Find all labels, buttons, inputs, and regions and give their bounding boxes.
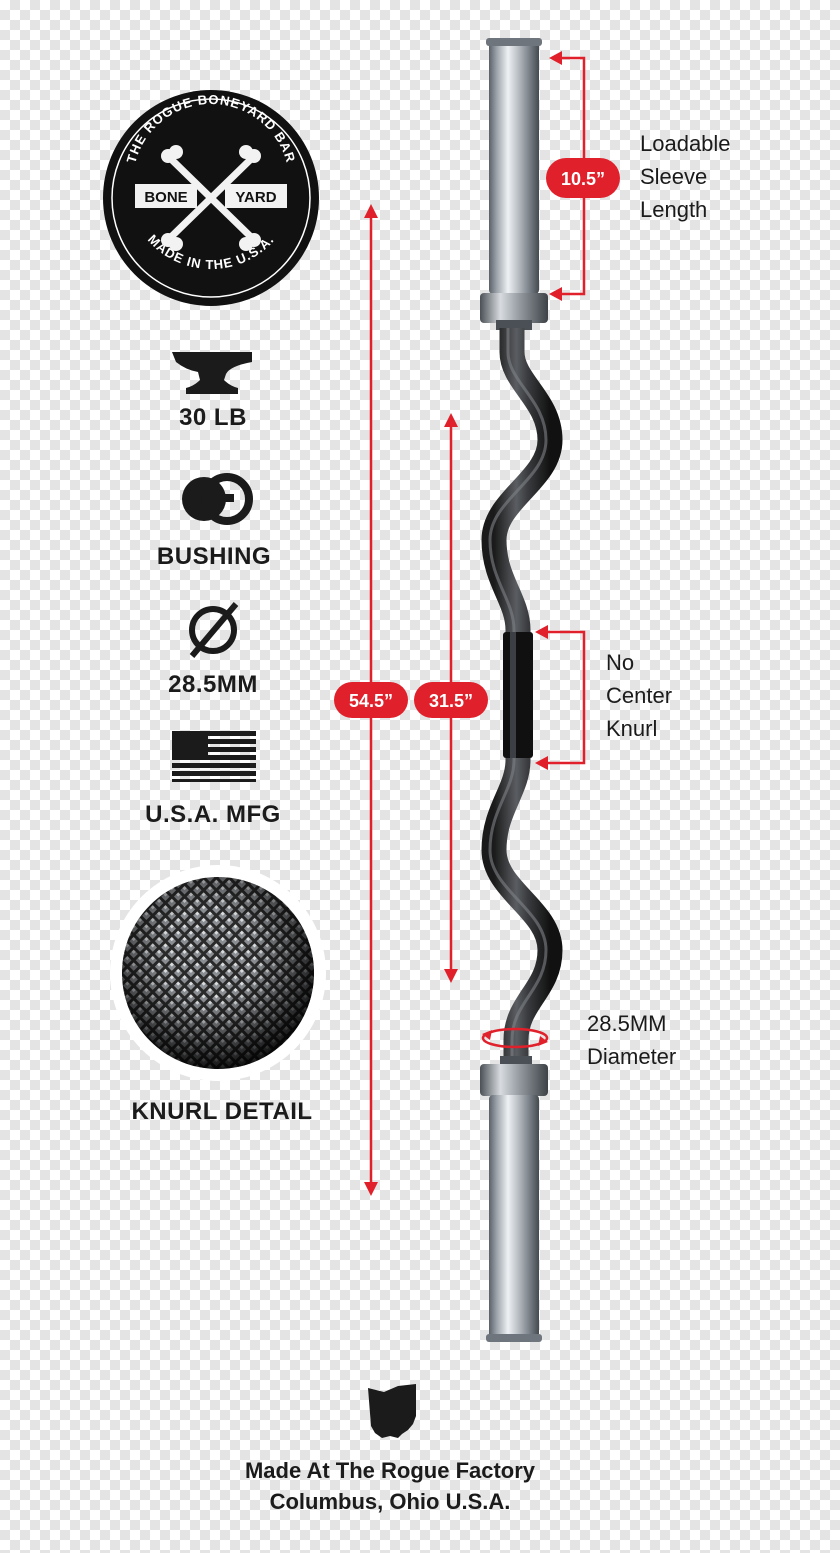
logo-ring bbox=[111, 98, 311, 298]
logo-left-tag: BONE bbox=[144, 189, 187, 206]
center-knurl-callout: No Center Knurl bbox=[535, 625, 672, 770]
center-callout-line3: Knurl bbox=[606, 716, 657, 741]
grip-length-value: 31.5” bbox=[429, 691, 473, 711]
sleeve-callout-line3: Length bbox=[640, 197, 707, 222]
spec-diameter-label: 28.5MM bbox=[168, 671, 258, 698]
bushing-icon bbox=[182, 473, 253, 525]
anvil-icon bbox=[172, 352, 252, 394]
diameter-callout: 28.5MM Diameter bbox=[481, 1011, 676, 1069]
curl-bar-image bbox=[480, 38, 563, 1342]
diameter-callout-line1: 28.5MM bbox=[587, 1011, 666, 1036]
ohio-map-icon bbox=[368, 1384, 416, 1438]
top-collar bbox=[480, 293, 548, 323]
logo-right-tag: YARD bbox=[235, 189, 276, 206]
spec-weight-label: 30 LB bbox=[179, 404, 247, 431]
sleeve-length-badge bbox=[546, 158, 620, 198]
center-callout-line1: No bbox=[606, 650, 634, 675]
crossed-bones-icon bbox=[168, 156, 254, 240]
footer-line2: Columbus, Ohio U.S.A. bbox=[270, 1489, 511, 1514]
grip-length-badge bbox=[414, 682, 488, 718]
sleeve-length-value: 10.5” bbox=[561, 169, 605, 189]
center-callout-line2: Center bbox=[606, 683, 672, 708]
overall-length-badge bbox=[334, 682, 408, 718]
usa-flag-icon bbox=[172, 731, 256, 782]
diameter-callout-line2: Diameter bbox=[587, 1044, 676, 1069]
spec-bushing-label: BUSHING bbox=[157, 543, 271, 570]
footer-line1: Made At The Rogue Factory bbox=[245, 1458, 536, 1483]
sleeve-callout-line1: Loadable bbox=[640, 131, 731, 156]
overall-length-dimension: 54.5” bbox=[334, 204, 408, 1196]
diameter-icon bbox=[189, 602, 239, 658]
spec-mfg-label: U.S.A. MFG bbox=[145, 801, 281, 828]
sleeve-length-callout: 10.5” Loadable Sleeve Length bbox=[546, 51, 731, 301]
knurl-detail-label: KNURL DETAIL bbox=[131, 1098, 312, 1125]
bottom-collar bbox=[480, 1064, 548, 1096]
overall-length-value: 54.5” bbox=[349, 691, 393, 711]
top-sleeve bbox=[489, 42, 539, 294]
boneyard-logo: THE ROGUE BONEYARD BAR MADE IN THE U.S.A… bbox=[103, 90, 319, 306]
logo-right-plate bbox=[225, 184, 287, 208]
bottom-sleeve bbox=[489, 1095, 539, 1339]
grip-length-dimension: 31.5” bbox=[414, 413, 488, 983]
logo-left-plate bbox=[135, 184, 197, 208]
knurl-detail-image bbox=[110, 865, 326, 1081]
sleeve-callout-line2: Sleeve bbox=[640, 164, 707, 189]
smooth-center-section bbox=[503, 632, 533, 758]
